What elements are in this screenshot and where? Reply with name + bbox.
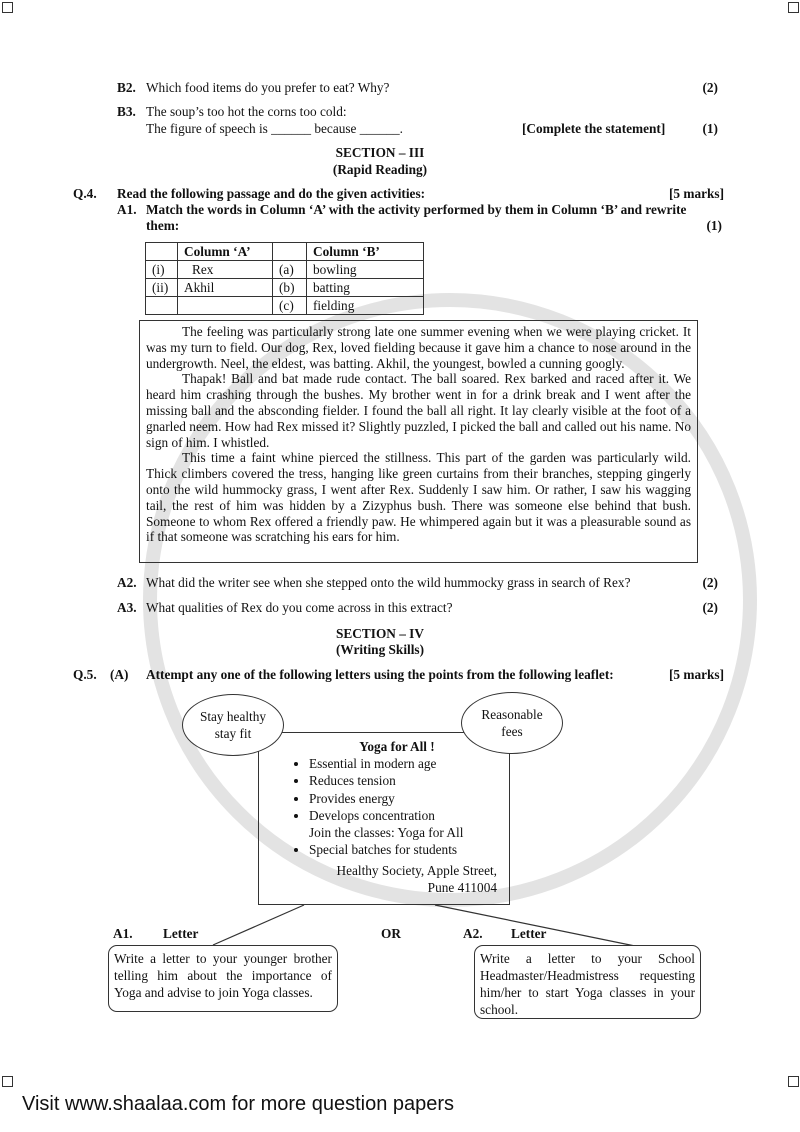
marks: (1) — [706, 218, 722, 233]
question-text: The soup’s too hot the corns too cold: — [146, 104, 347, 119]
corner-mark — [788, 1076, 799, 1087]
leaflet-address: Pune 411004 — [427, 880, 497, 895]
question-label: A3. — [117, 600, 137, 615]
question-text: What qualities of Rex do you come across… — [146, 600, 453, 615]
list-item: Essential in modern age — [309, 755, 463, 772]
corner-mark — [2, 1076, 13, 1087]
question-label: A1. — [117, 202, 137, 217]
letter-label: A2. — [463, 926, 483, 941]
question-text: The figure of speech is ______ because _… — [146, 121, 403, 136]
marks: [5 marks] — [668, 667, 724, 682]
table-cell: Rex — [177, 260, 273, 279]
table-header — [145, 242, 178, 261]
table-header — [272, 242, 307, 261]
table-row: (i) Rex (a) bowling — [145, 260, 424, 279]
yoga-leaflet: Yoga for All ! Essential in modern age R… — [258, 732, 510, 905]
or-label: OR — [381, 926, 401, 941]
passage-paragraph: This time a faint whine pierced the stil… — [146, 450, 691, 545]
leaflet-address: Healthy Society, Apple Street, — [336, 863, 497, 878]
question-label: Q.4. — [73, 186, 97, 201]
list-item: Provides energy — [309, 790, 463, 807]
table-header-row: Column ‘A’ Column ‘B’ — [145, 242, 424, 261]
table-cell — [177, 296, 273, 315]
question-text: Attempt any one of the following letters… — [146, 667, 614, 682]
leaflet-title: Yoga for All ! — [359, 739, 435, 754]
section-subtitle: (Writing Skills) — [335, 642, 425, 657]
join-line: Join the classes: Yoga for All — [309, 825, 464, 841]
passage-paragraph: The feeling was particularly strong late… — [146, 324, 691, 371]
section-title: SECTION – IV — [336, 626, 424, 641]
table-cell: (c) — [272, 296, 307, 315]
table-header: Column ‘B’ — [306, 242, 424, 261]
list-item: Special batches for students — [309, 841, 463, 858]
list-item: Develops concentration — [309, 807, 463, 824]
letter-option-a1: Write a letter to your younger brother t… — [108, 945, 338, 1012]
table-cell: batting — [306, 278, 424, 297]
corner-mark — [788, 2, 799, 13]
connector-line-right — [434, 904, 636, 947]
list-item: Reduces tension — [309, 772, 463, 789]
table-row: (ii) Akhil (b) batting — [145, 278, 424, 297]
corner-mark — [2, 2, 13, 13]
question-label: B2. — [117, 80, 136, 95]
marks: (2) — [702, 80, 718, 95]
marks: (2) — [702, 600, 718, 615]
marks: (1) — [702, 121, 718, 136]
letter-title: Letter — [163, 926, 199, 941]
question-label: Q.5. — [73, 667, 97, 682]
watermark-circle — [143, 293, 757, 907]
question-text: Read the following passage and do the gi… — [117, 186, 426, 201]
reading-passage: The feeling was particularly strong late… — [139, 320, 698, 563]
letter-label: A1. — [113, 926, 133, 941]
question-label: A2. — [117, 575, 137, 590]
question-text: What did the writer see when she stepped… — [146, 575, 631, 590]
table-cell: (ii) — [145, 278, 178, 297]
instruction: [Complete the statement] — [522, 121, 666, 136]
table-header: Column ‘A’ — [177, 242, 273, 261]
footer-text: Visit www.shaalaa.com for more question … — [22, 1093, 455, 1115]
question-text: Match the words in Column ‘A’ with the a… — [146, 202, 687, 217]
letter-title: Letter — [511, 926, 547, 941]
table-cell: (b) — [272, 278, 307, 297]
connector-line-left — [212, 904, 305, 946]
table-cell: fielding — [306, 296, 424, 315]
marks: [5 marks] — [668, 186, 724, 201]
table-row: (c) fielding — [145, 296, 424, 315]
question-text: Which food items do you prefer to eat? W… — [146, 80, 390, 95]
table-cell: bowling — [306, 260, 424, 279]
passage-paragraph: Thapak! Ball and bat made rude contact. … — [146, 371, 691, 450]
question-text: them: — [146, 218, 180, 233]
section-title: SECTION – III — [335, 145, 425, 160]
table-cell — [145, 296, 178, 315]
question-label: B3. — [117, 104, 136, 119]
question-part: (A) — [110, 667, 129, 682]
section-subtitle: (Rapid Reading) — [332, 162, 428, 177]
table-cell: (i) — [145, 260, 178, 279]
leaflet-points: Essential in modern age Reduces tension … — [281, 755, 463, 859]
table-cell: Akhil — [177, 278, 273, 297]
marks: (2) — [702, 575, 718, 590]
letter-option-a2: Write a letter to your School Headmaster… — [474, 945, 701, 1019]
match-table: Column ‘A’ Column ‘B’ (i) Rex (a) bowlin… — [145, 242, 424, 315]
table-cell: (a) — [272, 260, 307, 279]
